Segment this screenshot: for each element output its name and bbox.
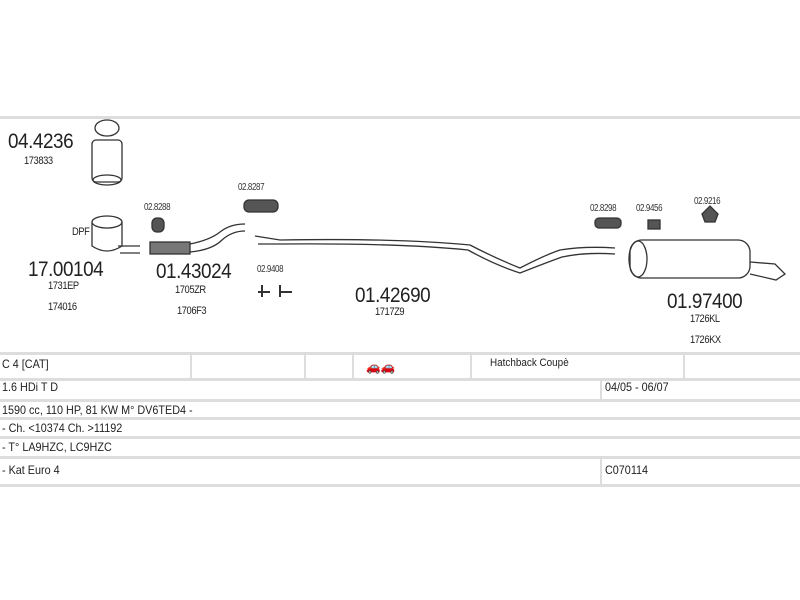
part-code: 04.4236 [8, 130, 74, 153]
part-code: 01.42690 [355, 284, 431, 307]
model: C 4 [CAT] [2, 357, 49, 371]
part-ref: 1717Z9 [375, 306, 405, 318]
exhaust-drawing [91, 119, 787, 297]
engine: 1.6 HDi T D [2, 380, 59, 394]
part-code: 01.43024 [156, 260, 232, 283]
catalyst-icon [91, 119, 123, 186]
rear-silencer-icon [628, 239, 787, 281]
period: 04/05 - 06/07 [605, 380, 669, 394]
clamp-code: 02.8288 [144, 202, 171, 213]
part-code: 01.97400 [667, 290, 743, 313]
clamp-code: 02.8287 [238, 182, 265, 193]
flex-pipe-icon [149, 223, 246, 255]
part-ref: 1731EP [48, 280, 79, 292]
part-ref: 1705ZR [175, 284, 206, 296]
part-ref: 174016 [48, 301, 77, 313]
spec: 1590 cc, 110 HP, 81 KW M° DV6TED4 - [2, 403, 193, 417]
type: - T° LA9HZC, LC9HZC [2, 440, 112, 454]
part-ref: 1726KL [690, 313, 720, 325]
table-row-spec: 1590 cc, 110 HP, 81 KW M° DV6TED4 - [0, 402, 800, 420]
divider [0, 116, 800, 119]
clamp-code: 02.9216 [694, 196, 721, 207]
table-row-model: C 4 [CAT] 🚗🚗 Hatchback Coupè [0, 352, 800, 381]
clamp-code: 02.9408 [257, 264, 284, 275]
clamp-code: 02.8298 [590, 203, 617, 214]
kat: - Kat Euro 4 [2, 463, 60, 477]
dpf-icon [91, 215, 140, 254]
clamp-icons [151, 199, 719, 297]
table-row-kat: - Kat Euro 4 C070114 [0, 459, 800, 487]
table-row-engine: 1.6 HDi T D 04/05 - 06/07 [0, 378, 800, 402]
body-type: Hatchback Coupè [490, 357, 569, 369]
part-ref: 1706F3 [177, 305, 207, 317]
middle-pipe-icon [254, 235, 616, 274]
clamp-code: 02.9456 [636, 203, 663, 214]
part-ref: 173833 [24, 155, 53, 167]
part-code: 17.00104 [28, 258, 104, 281]
chassis: - Ch. <10374 Ch. >11192 [2, 421, 123, 435]
dpf-label: DPF [72, 226, 90, 238]
catalog-code: C070114 [605, 463, 649, 477]
table-row-chassis: - Ch. <10374 Ch. >11192 [0, 420, 800, 439]
car-icon: 🚗🚗 [366, 359, 396, 374]
part-ref: 1726KX [690, 334, 721, 346]
table-row-type: - T° LA9HZC, LC9HZC [0, 439, 800, 459]
